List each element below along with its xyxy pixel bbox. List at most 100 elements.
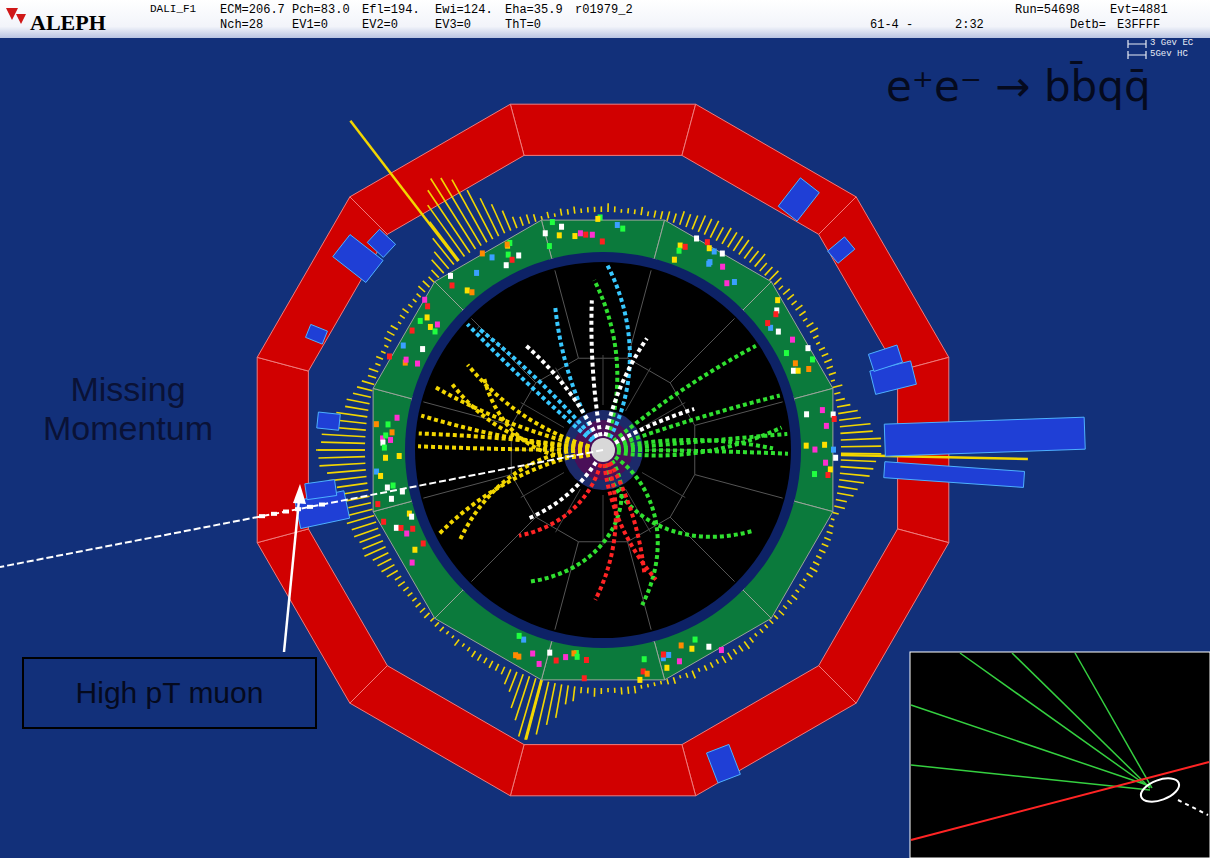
callout-box: High pT muon — [22, 657, 317, 729]
program-name: DALI_F1 — [150, 3, 196, 16]
energy-tick — [607, 203, 609, 212]
ecal-hit — [391, 483, 396, 489]
ecal-hit — [583, 232, 588, 238]
ecal-hit — [410, 526, 415, 532]
ecal-hit — [504, 262, 509, 268]
energy-tick — [420, 608, 425, 613]
track — [530, 462, 596, 518]
scale-label: 3 Gev EC — [1150, 38, 1193, 48]
energy-tick — [357, 387, 372, 391]
ecal-hit — [394, 525, 399, 531]
ecal-hit — [793, 360, 798, 366]
annotation: Missing Momentum — [8, 370, 248, 448]
hcal-bar — [317, 412, 341, 430]
track — [617, 440, 773, 448]
energy-tick — [792, 595, 798, 599]
energy-tick — [760, 629, 763, 633]
ecal-hit — [828, 466, 833, 472]
run-parameter: EV3=0 — [435, 19, 471, 33]
energy-tick — [347, 399, 370, 404]
ecal-hit — [706, 261, 711, 267]
energy-tick — [837, 405, 850, 407]
ecal-hit — [480, 250, 485, 256]
ecal-hit — [412, 547, 417, 553]
event-number-text: Evt=4881 — [1110, 3, 1168, 17]
energy-tick — [502, 211, 510, 231]
ecal-hit — [389, 496, 394, 502]
hcal-module — [819, 197, 949, 371]
leader-line — [284, 500, 299, 652]
energy-tick — [495, 664, 498, 671]
ecal-hit — [543, 230, 548, 236]
ecal-hit — [677, 658, 682, 664]
energy-tick — [472, 651, 476, 657]
energy-tick — [783, 606, 787, 609]
ecal-hit — [642, 656, 647, 662]
energy-tick — [398, 582, 405, 586]
energy-tick — [567, 209, 569, 214]
tpc-sector — [603, 355, 604, 405]
ecal-hit — [677, 248, 682, 254]
ecal-hit — [383, 432, 388, 438]
run-parameter-text: ECM=206.7 — [220, 3, 285, 17]
energy-tick — [369, 368, 378, 371]
ecal-hit — [409, 514, 414, 520]
run-parameter-text: Ewi=124. — [435, 3, 493, 17]
ecal-hit — [590, 232, 595, 238]
energy-tick — [580, 687, 582, 693]
tpc-sector — [555, 542, 579, 630]
energy-tick — [511, 674, 523, 708]
energy-tick — [418, 286, 425, 292]
energy-tick — [337, 483, 367, 487]
ecal-hit — [706, 644, 711, 650]
ecal-hit — [572, 233, 577, 239]
ecal-hit — [404, 357, 409, 363]
run-number-text: Run=54698 — [1015, 3, 1080, 17]
energy-tick — [796, 305, 803, 310]
energy-tick — [428, 205, 465, 256]
energy-tick — [827, 366, 833, 368]
ecal-hit — [382, 445, 387, 451]
energy-tick — [322, 434, 366, 436]
run-parameter-text: Nch=28 — [220, 18, 263, 32]
hcal-bar — [367, 229, 395, 257]
ecal-hit — [679, 642, 684, 648]
energy-tick — [692, 671, 695, 679]
ecal-hit — [421, 540, 426, 546]
energy-tick — [435, 622, 439, 626]
energy-tick — [770, 620, 774, 624]
scale-bar — [1128, 40, 1146, 59]
energy-tick — [799, 584, 804, 588]
ecal-hit — [582, 675, 587, 681]
energy-tick — [501, 667, 504, 674]
energy-tick — [352, 522, 376, 530]
ecal-hit — [404, 531, 409, 537]
energy-tick — [765, 267, 773, 275]
energy-tick — [395, 576, 401, 580]
energy-tick — [816, 556, 821, 559]
ecal-hit — [506, 252, 511, 258]
energy-tick — [556, 684, 562, 718]
energy-tick — [547, 212, 549, 218]
energy-tick — [824, 538, 830, 541]
muon-hit — [271, 512, 277, 516]
tpc-sector — [670, 318, 734, 382]
energy-tick — [641, 207, 642, 215]
run-parameter: Efl=194. — [362, 4, 420, 18]
energy-tick — [318, 457, 365, 458]
run-parameter: ECM=206.7 — [220, 4, 285, 18]
energy-tick — [408, 593, 413, 597]
energy-tick — [774, 615, 778, 619]
energy-tick — [554, 213, 556, 217]
run-parameter-text: Efl=194. — [362, 3, 420, 17]
energy-tick — [431, 178, 476, 249]
run-parameter: Eha=35.9 — [505, 4, 563, 18]
track — [610, 462, 644, 573]
run-parameter-text: ThT=0 — [505, 18, 541, 32]
energy-tick — [704, 219, 711, 235]
ecal-hit — [824, 423, 829, 429]
muon-track — [0, 450, 603, 567]
tpc-sector — [521, 403, 564, 428]
energy-tick — [733, 236, 743, 251]
ecal-hit — [397, 453, 402, 459]
